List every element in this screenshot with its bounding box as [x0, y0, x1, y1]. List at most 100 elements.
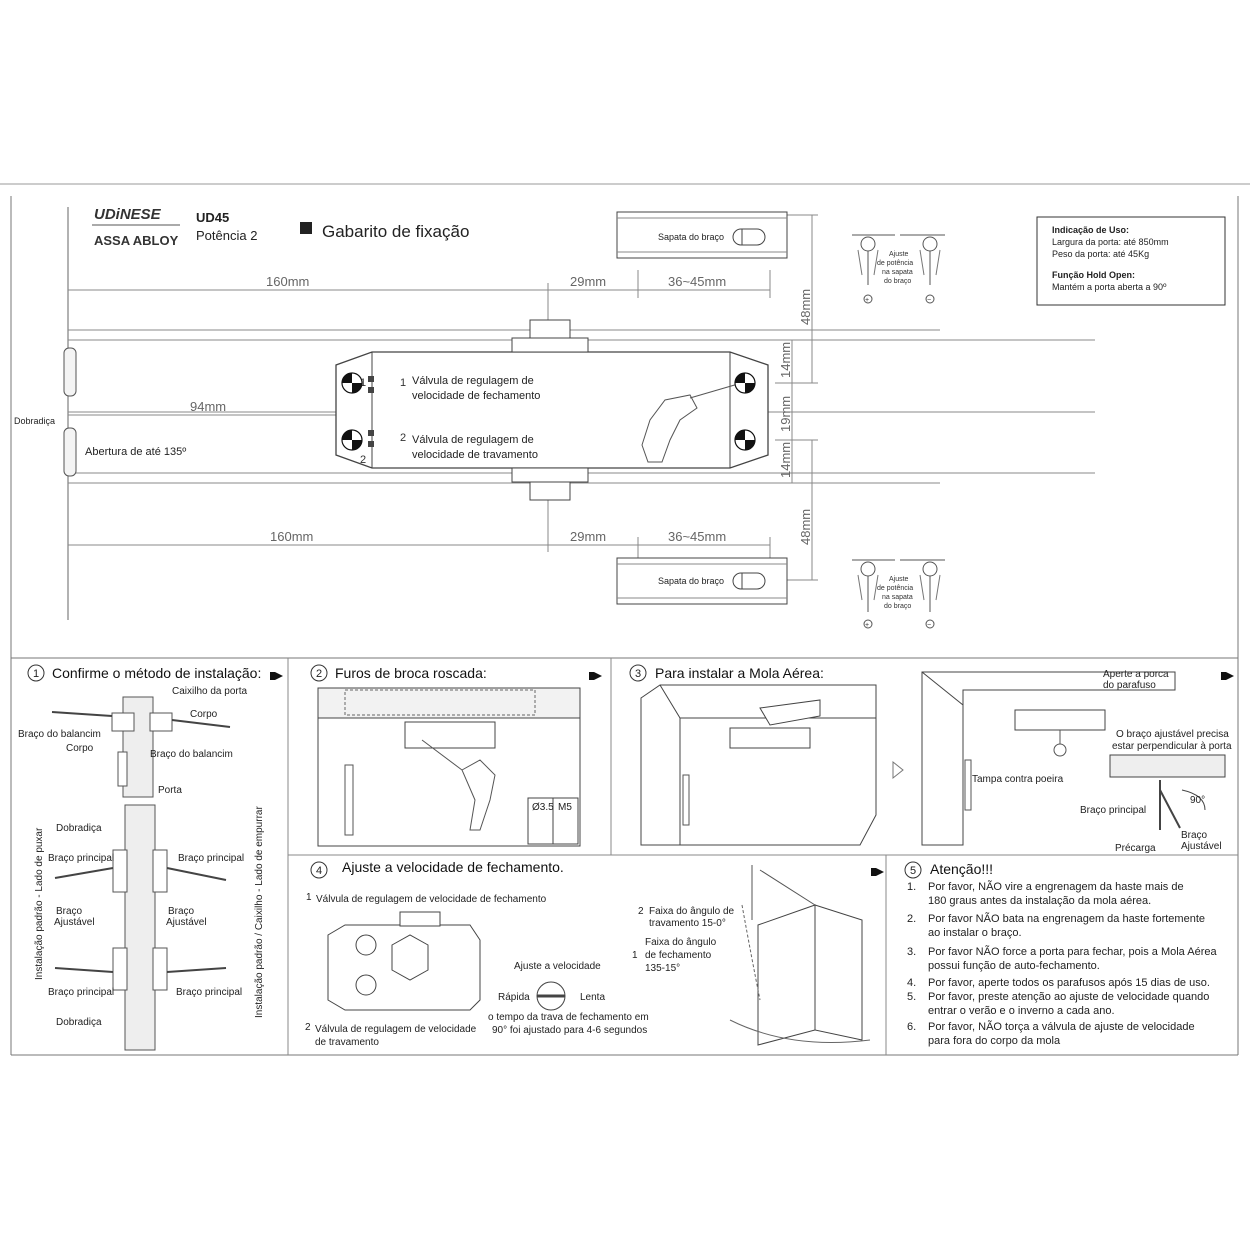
valve1-line2: velocidade de fechamento: [412, 390, 540, 402]
svg-text:na sapata: na sapata: [882, 594, 913, 601]
svg-text:Braço do balancim: Braço do balancim: [18, 729, 101, 740]
brand-logo: UDiNESE ASSA ABLOY: [92, 206, 180, 248]
svg-text:Braço do balancim: Braço do balancim: [150, 749, 233, 760]
svg-text:Corpo: Corpo: [66, 743, 94, 754]
svg-text:Aperte a porca: Aperte a porca: [1103, 669, 1169, 680]
svg-text:Braço principal: Braço principal: [1080, 805, 1146, 816]
svg-text:Caixilho da porta: Caixilho da porta: [172, 686, 247, 697]
attention-item-number: 4.: [907, 977, 916, 989]
attention-item-text: entrar o verão e o inverno a cada ano.: [928, 1005, 1115, 1017]
svg-text:5: 5: [910, 865, 916, 877]
svg-text:Ajuste: Ajuste: [889, 251, 909, 258]
attention-item-number: 3.: [907, 946, 916, 958]
svg-text:de fechamento: de fechamento: [645, 950, 712, 961]
dim-14-bottom: 14mm: [778, 442, 793, 478]
closer-mark-2: 2: [360, 454, 366, 466]
attention-item-number: 1.: [907, 881, 916, 893]
svg-text:1: 1: [306, 892, 312, 903]
attention-item-text: ao instalar o braço.: [928, 927, 1022, 939]
dim-36-45-top: 36~45mm: [668, 274, 726, 289]
attention-item-text: Por favor, aperte todos os parafusos apó…: [928, 977, 1210, 989]
step3-panel: 3 Para instalar a Mola Aérea: Aperte a p…: [629, 664, 1232, 854]
svg-text:Rápida: Rápida: [498, 992, 530, 1003]
svg-text:Faixa do ângulo de: Faixa do ângulo de: [649, 906, 735, 917]
svg-text:Válvula de regulagem de veloci: Válvula de regulagem de velocidade de fe…: [316, 894, 547, 905]
svg-text:Função Hold Open:: Função Hold Open:: [1052, 270, 1135, 280]
minus-icon: −: [927, 622, 931, 629]
svg-text:Largura da porta: até 850mm: Largura da porta: até 850mm: [1052, 237, 1169, 247]
mounting-hole-target-icon: [341, 372, 363, 394]
dim-29-bottom: 29mm: [570, 529, 606, 544]
svg-text:1: 1: [33, 668, 39, 680]
mounting-hole-target-icon: [734, 372, 756, 394]
dim-36-45-bottom: 36~45mm: [668, 529, 726, 544]
svg-text:estar perpendicular à porta: estar perpendicular à porta: [1112, 741, 1232, 752]
valve2-num: 2: [400, 432, 406, 444]
page-title: Gabarito de fixação: [322, 222, 469, 241]
dim-29-top: 29mm: [570, 274, 606, 289]
svg-text:Dobradiça: Dobradiça: [56, 1017, 102, 1028]
svg-text:Corpo: Corpo: [190, 709, 218, 720]
svg-text:Ajustável: Ajustável: [54, 917, 95, 928]
svg-text:2: 2: [305, 1022, 311, 1033]
svg-text:Braço: Braço: [168, 906, 195, 917]
svg-text:90°: 90°: [1190, 795, 1205, 806]
model-code: UD45: [196, 210, 229, 225]
svg-text:Braço principal: Braço principal: [48, 853, 114, 864]
svg-text:Ajustável: Ajustável: [166, 917, 207, 928]
svg-text:Dobradiça: Dobradiça: [56, 823, 102, 834]
svg-text:Braço principal: Braço principal: [48, 987, 114, 998]
svg-text:4: 4: [316, 865, 322, 877]
step2-title: Furos de broca roscada:: [335, 665, 487, 681]
attention-item-text: possui função de auto-fechamento.: [928, 960, 1100, 972]
minus-icon: −: [927, 297, 931, 304]
usage-box: Indicação de Uso: Largura da porta: até …: [1036, 216, 1226, 306]
arm-shoe-bottom: Sapata do braço: [616, 557, 788, 605]
attention-item-text: Por favor NÃO bata na engrenagem da hast…: [928, 912, 1205, 925]
dim-19: 19mm: [778, 396, 793, 432]
shoe-label-bottom: Sapata do braço: [658, 576, 724, 586]
hinge: [63, 347, 77, 477]
svg-text:do braço: do braço: [884, 603, 911, 610]
svg-text:135-15°: 135-15°: [645, 963, 680, 974]
arrow-right-icon: [270, 672, 1234, 876]
drill-d35: Ø3.5: [532, 802, 554, 813]
side-right-label: Instalação padrão / Caixilho - Lado de e…: [254, 806, 265, 1018]
attention-item-number: 2.: [907, 913, 916, 925]
svg-text:na sapata: na sapata: [882, 269, 913, 276]
drill-m5: M5: [558, 802, 572, 813]
svg-text:de travamento: de travamento: [315, 1037, 379, 1048]
dim-14-top: 14mm: [778, 342, 793, 378]
title-square-icon: [300, 222, 312, 234]
mounting-hole-target-icon: [341, 429, 363, 451]
svg-text:Braço: Braço: [56, 906, 83, 917]
svg-text:de potência: de potência: [877, 585, 913, 592]
mounting-template: [67, 207, 1095, 620]
closer-mark-1: 1: [360, 377, 366, 389]
step1-panel: 1 Confirme o método de instalação: Caixi…: [18, 664, 265, 1051]
attention-item-text: Por favor, NÃO vire a engrenagem da hast…: [928, 880, 1184, 893]
svg-text:1: 1: [632, 950, 638, 961]
dim-48-bottom: 48mm: [798, 509, 813, 545]
attention-item-text: Por favor, preste atenção ao ajuste de v…: [928, 991, 1209, 1003]
model-power: Potência 2: [196, 228, 257, 243]
dim-160-bottom: 160mm: [270, 529, 313, 544]
svg-text:travamento 15-0°: travamento 15-0°: [649, 918, 726, 929]
dim-94: 94mm: [190, 399, 226, 414]
svg-text:3: 3: [635, 668, 641, 680]
svg-text:Peso da porta: até 45Kg: Peso da porta: até 45Kg: [1052, 249, 1149, 259]
svg-text:Ajuste: Ajuste: [889, 576, 909, 583]
svg-text:2: 2: [638, 906, 644, 917]
step5-title: Atenção!!!: [930, 861, 993, 877]
opening-label: Abertura de até 135º: [85, 446, 186, 458]
svg-text:Lenta: Lenta: [580, 992, 605, 1003]
plus-icon: +: [865, 297, 869, 304]
svg-text:Braço principal: Braço principal: [178, 853, 244, 864]
svg-text:O braço ajustável precisa: O braço ajustável precisa: [1116, 729, 1229, 740]
attention-item-number: 6.: [907, 1021, 916, 1033]
step4-panel: 4 Ajuste a velocidade de fechamento. 1 V…: [305, 859, 871, 1048]
mounting-hole-target-icon: [734, 429, 756, 451]
step1-title: Confirme o método de instalação:: [52, 665, 261, 681]
step3-title: Para instalar a Mola Aérea:: [655, 665, 824, 681]
attention-item-text: 180 graus antes da instalação da mola aé…: [928, 895, 1151, 907]
